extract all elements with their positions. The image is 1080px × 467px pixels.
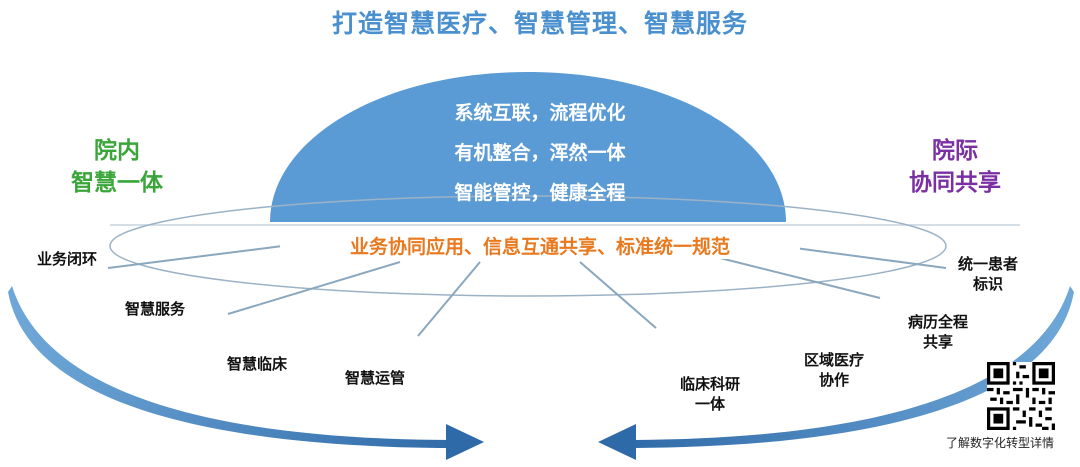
left-header-line2: 智慧一体 xyxy=(71,170,163,196)
right-header-line2: 协同共享 xyxy=(909,170,1001,196)
node-clinical-research-line1: 临床科研 xyxy=(679,375,740,393)
qr-caption: 了解数字化转型详情 xyxy=(945,436,1054,450)
left-arrowhead xyxy=(446,424,484,460)
left-header: 院内 智慧一体 xyxy=(52,135,182,199)
node-patient-id-line2: 标识 xyxy=(972,275,1003,293)
node-regional-medical-line2: 协作 xyxy=(818,371,849,389)
right-header: 院际 协同共享 xyxy=(890,135,1020,199)
dome-line-1: 系统互联，流程优化 xyxy=(454,102,626,124)
node-regional-medical-line1: 区域医疗 xyxy=(803,351,864,369)
spoke-medical-record xyxy=(719,257,881,299)
page-title: 打造智慧医疗、智慧管理、智慧服务 xyxy=(331,9,748,38)
node-clinical-research: 临床科研 一体 xyxy=(660,374,760,414)
node-regional-medical: 区域医疗 协作 xyxy=(784,350,884,390)
node-smart-operation: 智慧运管 xyxy=(344,369,405,387)
spoke-smart-operation xyxy=(417,261,481,337)
dome-line-2: 有机整合，浑然一体 xyxy=(454,142,626,164)
spoke-clinical-research xyxy=(579,261,657,329)
right-header-line1: 院际 xyxy=(932,138,978,164)
qr-code-icon[interactable] xyxy=(987,362,1055,430)
node-medical-record: 病历全程 共享 xyxy=(888,312,988,352)
node-smart-clinical: 智慧临床 xyxy=(226,355,287,373)
node-patient-id: 统一患者 标识 xyxy=(938,254,1038,294)
dome-line-3: 智能管控，健康全程 xyxy=(454,182,626,204)
node-smart-service: 智慧服务 xyxy=(124,300,185,318)
left-header-line1: 院内 xyxy=(94,138,140,164)
node-medical-record-line1: 病历全程 xyxy=(907,313,968,331)
ellipse-ring xyxy=(109,195,947,297)
band-text: 业务协同应用、信息互通共享、标准统一规范 xyxy=(280,232,800,259)
node-patient-id-line1: 统一患者 xyxy=(957,255,1018,273)
spoke-smart-service xyxy=(227,261,401,315)
dome-shape xyxy=(270,72,786,222)
node-clinical-research-line2: 一体 xyxy=(694,395,725,413)
spoke-patient-id xyxy=(779,245,947,269)
node-business-loop: 业务闭环 xyxy=(36,250,97,268)
right-arrowhead xyxy=(598,424,636,460)
node-medical-record-line2: 共享 xyxy=(922,333,953,351)
